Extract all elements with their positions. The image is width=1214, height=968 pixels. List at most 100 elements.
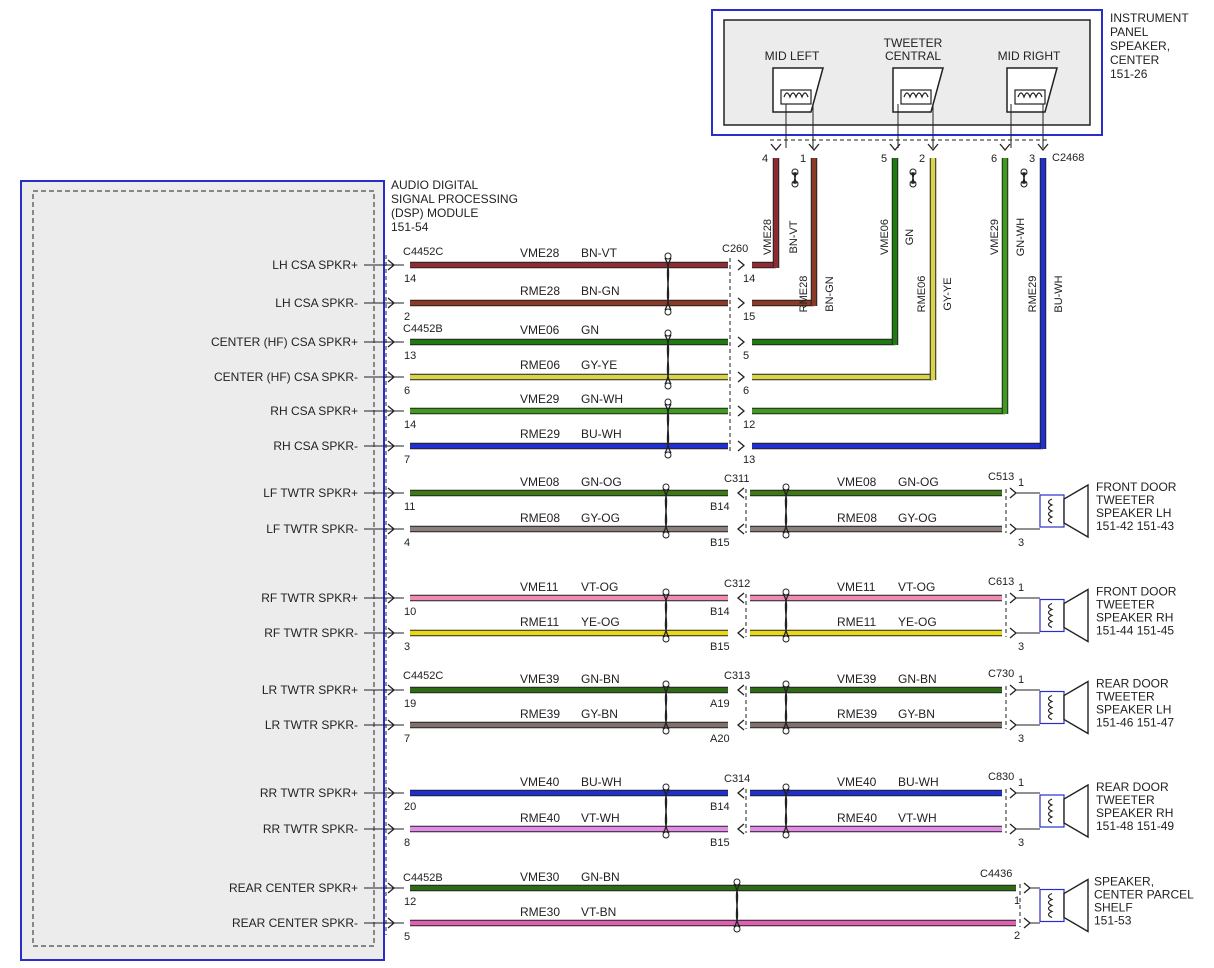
- c260-pin-1: 15: [743, 311, 755, 323]
- panel-title-line-1: INSTRUMENT: [1110, 11, 1189, 25]
- tweeter-speaker-0-icon: [1039, 483, 1089, 539]
- c260-label: C260: [722, 243, 748, 255]
- c260-pin-5: 13: [743, 454, 755, 466]
- twist-tweeter-left-3-bottom: [662, 831, 670, 839]
- rc-connector: C4436: [980, 868, 1012, 880]
- twist-tweeter-left-1-b: [662, 593, 670, 638]
- tw-spk-pin-9: 3: [1018, 641, 1024, 653]
- c260-pin-0: 14: [743, 273, 755, 285]
- wire-circuit-0: VME28: [520, 246, 560, 260]
- twist-tweeter-left-2-b: [662, 685, 670, 730]
- twist-tweeter-right-2-bottom: [782, 727, 790, 735]
- c2468-pin-4: 6: [991, 153, 997, 165]
- tweeter-speaker-3-coil: [1047, 798, 1054, 824]
- c2468-arrow-4: [999, 143, 1011, 151]
- tw-inline-arrow-9: [737, 627, 745, 639]
- dsp-title-line-4: 151-54: [391, 220, 429, 234]
- wire-color-4: GN-WH: [581, 392, 623, 406]
- c260-arrow-0: [737, 259, 745, 271]
- twist-tweeter-right-0-top: [782, 483, 790, 491]
- wire-color-far-13: VT-WH: [898, 811, 937, 825]
- twist-tweeter-right-3-b: [782, 788, 790, 834]
- dsp-output-label-3: CENTER (HF) CSA SPKR-: [214, 370, 358, 384]
- wire-color-1: BN-GN: [581, 284, 620, 298]
- wire-color-7: GY-OG: [581, 511, 620, 525]
- tweeter-speaker-3-label-3: 151-48 151-49: [1096, 819, 1174, 833]
- tw-inline-arrow-13: [737, 823, 745, 835]
- dsp-output-label-2: CENTER (HF) CSA SPKR+: [211, 335, 358, 349]
- twist-tweeter-left-1-bottom: [662, 635, 670, 643]
- c2468-label: C2468: [1052, 152, 1084, 164]
- twist-panel-left-b: [791, 172, 799, 184]
- twist-panel-center-b: [909, 172, 917, 184]
- dsp-pin-8: 10: [404, 606, 416, 618]
- c2468-pin-3: 2: [919, 153, 925, 165]
- wire-color-15: VT-BN: [581, 905, 616, 919]
- dsp-output-label-10: LR TWTR SPKR+: [262, 683, 358, 697]
- wire-color-14: GN-BN: [581, 870, 620, 884]
- wire-circuit-13: RME40: [520, 811, 560, 825]
- wire-circuit-6: VME08: [520, 475, 560, 489]
- twist-vme29-rme29-b: [664, 403, 672, 454]
- tw-inline-arrow-6: [737, 487, 745, 499]
- rc-pin-15: 2: [1014, 930, 1020, 942]
- twist-vme29-rme29-top: [664, 398, 672, 406]
- panel-title-line-4: CENTER: [1110, 53, 1160, 67]
- wire-circuit-far-6: VME08: [837, 475, 877, 489]
- tw-spk-pin-10: 1: [1018, 674, 1024, 686]
- twist-panel-right-b: [1020, 172, 1028, 184]
- rc-arrow-14: [1023, 882, 1031, 894]
- twist-tweeter-right-3-top: [782, 783, 790, 791]
- tw-spk-pin-6: 1: [1018, 477, 1024, 489]
- tw-inline-pin-13: B15: [710, 837, 730, 849]
- dsp-output-label-6: LF TWTR SPKR+: [263, 486, 358, 500]
- speaker-mid-left-icon: [772, 67, 824, 113]
- c260-arrow-1: [737, 297, 745, 309]
- wire-color-far-9: YE-OG: [898, 615, 937, 629]
- wire-color-far-6: GN-OG: [898, 475, 939, 489]
- tweeter-speaker-0-label-3: 151-42 151-43: [1096, 519, 1174, 533]
- panel-title-line-5: 151-26: [1110, 67, 1148, 81]
- rc-arrow-15: [1023, 917, 1031, 929]
- twist-tweeter-right-0-bottom: [782, 531, 790, 539]
- twist-panel-right-top: [1020, 168, 1028, 176]
- wire-circuit-3: RME06: [520, 358, 560, 372]
- wire-color-far-7: GY-OG: [898, 511, 937, 525]
- tw-inline-arrow-10: [737, 684, 745, 696]
- tw-spk-pin-11: 3: [1018, 733, 1024, 745]
- twist-tweeter-right-1-top: [782, 588, 790, 596]
- tw-inline-arrow-8: [737, 592, 745, 604]
- dsp-title-line-1: AUDIO DIGITAL: [391, 178, 478, 192]
- tw-spk-pin-12: 1: [1018, 777, 1024, 789]
- tweeter-speaker-3-icon: [1039, 783, 1089, 839]
- tweeter-speaker-1-label-3: 151-44 151-45: [1096, 624, 1174, 638]
- dsp-output-label-11: LR TWTR SPKR-: [265, 718, 358, 732]
- dsp-pin-0: 14: [404, 273, 416, 285]
- c260-pin-4: 12: [743, 419, 755, 431]
- dsp-connector-1: C4452B: [403, 323, 443, 335]
- twist-vme28-rme28-bottom: [664, 308, 672, 316]
- twist-panel-left-bottom: [791, 180, 799, 188]
- tw-inline-connector-3: C314: [724, 773, 750, 785]
- wire-color-5: BU-WH: [581, 427, 622, 441]
- c260-arrow-2: [737, 336, 745, 348]
- wire-color-2: GN: [581, 323, 599, 337]
- wire-circuit-12: VME40: [520, 775, 560, 789]
- dsp-output-label-8: RF TWTR SPKR+: [261, 591, 358, 605]
- twist-tweeter-left-2-bottom: [662, 727, 670, 735]
- wire-circuit-14: VME30: [520, 870, 560, 884]
- dsp-pin-5: 7: [404, 454, 410, 466]
- tw-spk-connector-0: C513: [988, 471, 1014, 483]
- tw-spk-arrow-8: [1009, 592, 1017, 604]
- twist-tweeter-left-2-top: [662, 680, 670, 688]
- twist-tweeter-right-1-b: [782, 593, 790, 638]
- tw-spk-arrow-11: [1009, 719, 1017, 731]
- tw-inline-pin-9: B15: [710, 641, 730, 653]
- wire-color-13: VT-WH: [581, 811, 620, 825]
- tw-inline-pin-11: A20: [710, 733, 730, 745]
- twist-vme06-rme06-top: [664, 329, 672, 337]
- tw-inline-pin-8: B14: [710, 606, 730, 618]
- twist-tweeter-left-0-b: [662, 488, 670, 534]
